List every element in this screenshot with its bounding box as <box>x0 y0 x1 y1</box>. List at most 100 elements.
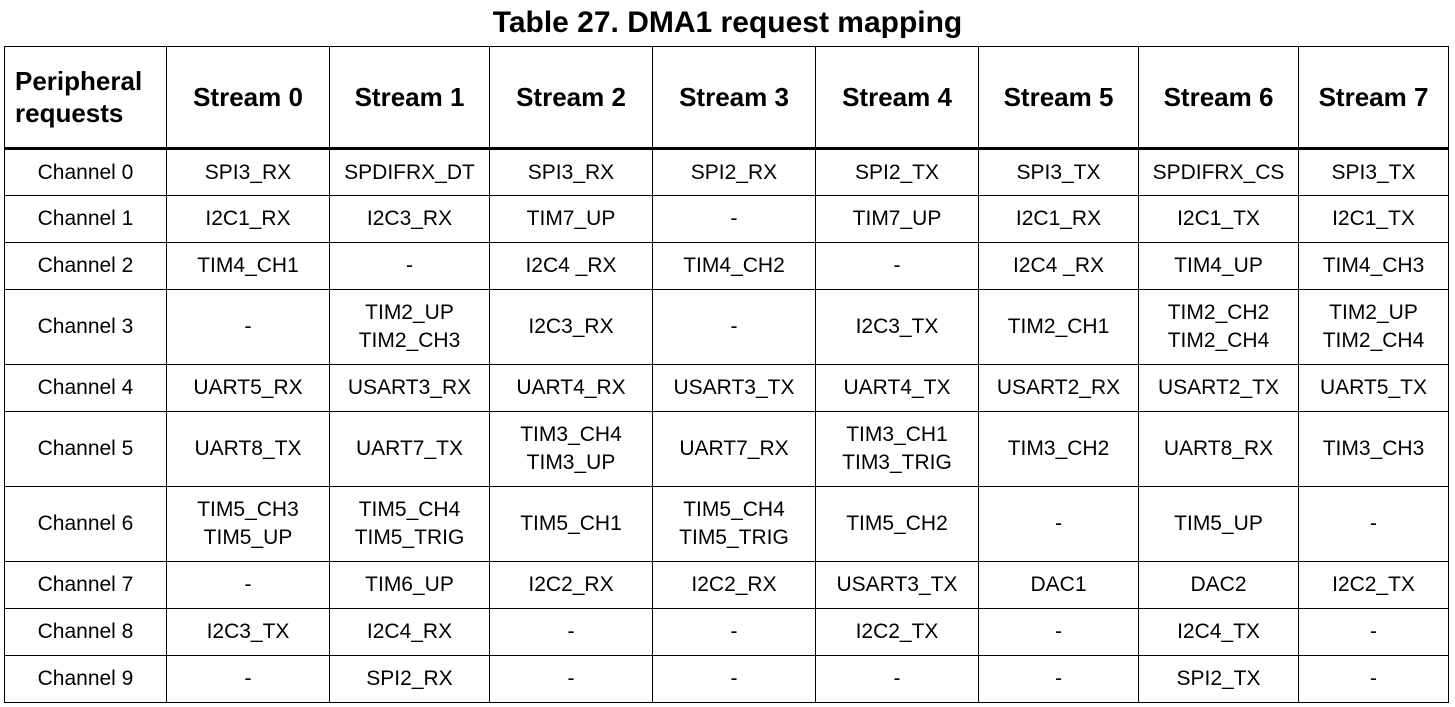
table-header: Peripheral requests Stream 0 Stream 1 St… <box>4 46 1449 150</box>
request-name: - <box>1370 667 1377 690</box>
request-name: TIM4_CH3 <box>1322 254 1425 277</box>
request-name: - <box>1370 512 1377 535</box>
channel-label: Channel 6 <box>4 486 167 562</box>
request-cell: UART7_RX <box>652 411 816 487</box>
request-name: I2C2_RX <box>528 573 614 596</box>
request-cell: - <box>166 289 330 365</box>
request-cell: SPI2_TX <box>815 148 979 196</box>
stream-header: Stream 4 <box>815 46 979 150</box>
channel-label: Channel 2 <box>4 242 167 290</box>
request-cell: USART3_RX <box>329 364 490 412</box>
request-cell: UART8_TX <box>166 411 330 487</box>
request-cell: USART2_RX <box>978 364 1139 412</box>
request-cell: UART4_RX <box>489 364 653 412</box>
request-name: UART7_RX <box>679 437 789 460</box>
channel-label: Channel 9 <box>4 655 167 703</box>
request-cell: UART7_TX <box>329 411 490 487</box>
request-cell: UART8_RX <box>1138 411 1299 487</box>
request-name: UART8_TX <box>194 437 302 460</box>
request-name: UART7_TX <box>356 437 463 460</box>
stream-header: Stream 5 <box>978 46 1139 150</box>
request-name: - <box>730 620 738 643</box>
request-name: TIM2_CH4 <box>1322 329 1425 352</box>
request-cell: TIM4_CH3 <box>1298 242 1449 290</box>
request-cell: I2C1_RX <box>978 195 1139 243</box>
request-name: - <box>1055 620 1062 643</box>
request-cell: SPI2_TX <box>1138 655 1299 703</box>
request-cell: I2C1_RX <box>166 195 330 243</box>
peripheral-requests-header: Peripheral requests <box>4 46 167 150</box>
request-cell: - <box>1298 655 1449 703</box>
request-cell: - <box>978 608 1139 656</box>
request-name: I2C4 _RX <box>1012 254 1105 277</box>
request-name: TIM4_CH1 <box>197 254 299 277</box>
request-cell: I2C2_TX <box>815 608 979 656</box>
request-cell: TIM7_UP <box>489 195 653 243</box>
channel-label: Channel 0 <box>4 148 167 196</box>
request-name: I2C4_RX <box>366 620 453 643</box>
request-name: I2C3_TX <box>855 315 939 338</box>
request-cell: USART3_TX <box>652 364 816 412</box>
request-name: TIM5_CH2 <box>846 512 948 535</box>
request-name: TIM3_CH3 <box>1322 437 1425 460</box>
request-name: TIM5_TRIG <box>354 526 465 549</box>
request-name: TIM7_UP <box>526 207 616 230</box>
channel-label: Channel 4 <box>4 364 167 412</box>
request-name: - <box>1055 512 1062 535</box>
request-name: SPI2_RX <box>690 160 778 184</box>
request-name: I2C2_TX <box>855 620 939 643</box>
request-cell: I2C1_TX <box>1298 195 1449 243</box>
request-name: I2C1_RX <box>1015 207 1102 230</box>
request-cell: USART2_TX <box>1138 364 1299 412</box>
request-name: DAC2 <box>1190 573 1247 596</box>
request-cell: I2C2_RX <box>489 561 653 609</box>
request-cell: I2C3_RX <box>489 289 653 365</box>
channel-label: Channel 7 <box>4 561 167 609</box>
request-name: I2C1_TX <box>1177 207 1260 230</box>
request-name: I2C2_TX <box>1332 573 1415 596</box>
request-name: UART4_TX <box>843 376 951 399</box>
channel-label: Channel 5 <box>4 411 167 487</box>
request-name: I2C3_RX <box>528 315 614 338</box>
request-name: SPI2_TX <box>854 160 940 184</box>
request-cell: SPI2_RX <box>329 655 490 703</box>
request-name: TIM5_CH1 <box>520 512 622 535</box>
request-name: TIM2_UP <box>365 301 454 324</box>
stream-header: Stream 6 <box>1138 46 1299 150</box>
request-name: TIM2_CH3 <box>358 329 461 352</box>
request-name: TIM5_UP <box>1174 512 1263 535</box>
stream-header: Stream 1 <box>329 46 490 150</box>
request-cell: TIM2_UP TIM2_CH3 <box>329 289 490 365</box>
request-name: UART5_TX <box>1320 376 1427 399</box>
request-cell: SPI3_RX <box>166 148 330 196</box>
request-cell: SPDIFRX_CS <box>1138 148 1299 196</box>
stream-header: Stream 7 <box>1298 46 1449 150</box>
request-name: - <box>244 315 252 338</box>
request-cell: TIM2_CH1 <box>978 289 1139 365</box>
request-cell: I2C4_RX <box>329 608 490 656</box>
request-cell: TIM6_UP <box>329 561 490 609</box>
request-name: SPI3_TX <box>1016 160 1101 184</box>
request-name: UART8_RX <box>1163 437 1274 460</box>
request-name: TIM2_CH2 <box>1167 301 1270 324</box>
request-cell: - <box>652 655 816 703</box>
request-name: TIM3_UP <box>526 451 616 474</box>
request-cell: TIM7_UP <box>815 195 979 243</box>
request-name: SPI3_TX <box>1331 160 1416 184</box>
request-name: USART2_TX <box>1158 376 1279 399</box>
request-name: SPDIFRX_DT <box>344 160 475 184</box>
request-name: SPI3_RX <box>527 160 615 184</box>
request-name: UART4_RX <box>516 376 626 399</box>
request-name: TIM3_CH1 <box>846 423 948 446</box>
header-line: requests <box>15 98 124 128</box>
request-name: - <box>244 667 252 690</box>
request-name: TIM2_CH1 <box>1007 315 1110 338</box>
request-name: I2C4 _RX <box>525 254 617 277</box>
table-row: Channel 9-SPI2_RX----SPI2_TX- <box>4 655 1449 703</box>
